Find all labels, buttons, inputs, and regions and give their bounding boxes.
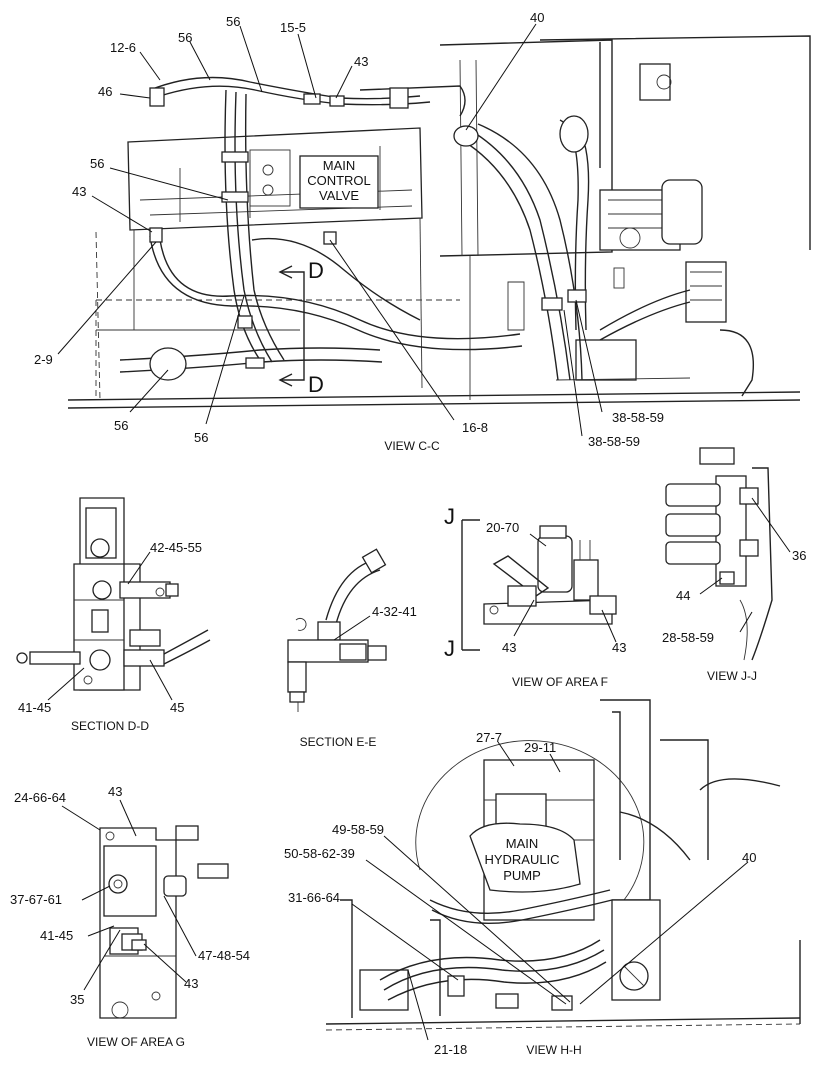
caption-view-cc: VIEW C-C [384,439,440,453]
pump-line1: MAIN [506,836,539,851]
callout-49-58-59: 49-58-59 [332,822,384,837]
caption-view-hh: VIEW H-H [526,1043,581,1057]
callout-21-18: 21-18 [434,1042,467,1057]
view-cc-mcv-label: MAIN CONTROL VALVE [307,158,371,203]
view-hh-pump-label: MAIN HYDRAULIC PUMP [484,836,559,883]
section-dd-leaders [47,551,173,701]
callout-46: 46 [98,84,112,99]
callout-45-dd: 45 [170,700,184,715]
callout-31-66-64: 31-66-64 [288,890,340,905]
callout-47-48-54: 47-48-54 [198,948,250,963]
callout-2-9: 2-9 [34,352,53,367]
callout-4-32-41: 4-32-41 [372,604,417,619]
pump-line3: PUMP [503,868,541,883]
view-jj-drawing [665,447,773,661]
section-dd-drawing [16,497,211,691]
callout-41-45-dd: 41-45 [18,700,51,715]
caption-view-jj: VIEW J-J [707,669,757,683]
callout-43-f-b: 43 [612,640,626,655]
view-jj-leaders [699,497,791,633]
callout-27-7: 27-7 [476,730,502,745]
callout-40: 40 [530,10,544,25]
callout-56-d: 56 [114,418,128,433]
section-ee-leader [333,615,371,641]
callout-41-45-g: 41-45 [40,928,73,943]
callout-38-58-59-b: 38-58-59 [588,434,640,449]
mcv-label-plate [299,155,379,209]
section-d-marker-bottom: D [308,372,324,397]
callout-35: 35 [70,992,84,1007]
caption-section-dd: SECTION D-D [71,719,149,733]
view-cc-leaders [57,23,603,437]
view-hh-drawing [325,699,801,1031]
view-f-leaders [513,533,617,643]
caption-view-f: VIEW OF AREA F [512,675,608,689]
callout-43-g-b: 43 [184,976,198,991]
callout-20-70: 20-70 [486,520,519,535]
callout-43-b: 43 [72,184,86,199]
callout-43-g-a: 43 [108,784,122,799]
mcv-line3: VALVE [319,188,359,203]
callout-40-hh: 40 [742,850,756,865]
callout-56-a: 56 [178,30,192,45]
mcv-line1: MAIN [323,158,356,173]
callout-12-6: 12-6 [110,40,136,55]
section-ee-drawing [287,548,387,712]
callout-43-f-a: 43 [502,640,516,655]
view-cc-callouts: 12-6 56 56 15-5 43 40 46 56 43 2-9 56 56… [34,10,664,449]
callout-37-67-61: 37-67-61 [10,892,62,907]
callout-43-a: 43 [354,54,368,69]
section-d-marker-top: D [308,258,324,283]
pump-line2: HYDRAULIC [484,852,559,867]
callout-56-c: 56 [90,156,104,171]
view-g-drawing [99,825,229,1019]
callout-29-11: 29-11 [524,740,556,755]
view-g-leaders [61,799,197,991]
callout-38-58-59-a: 38-58-59 [612,410,664,425]
caption-section-ee: SECTION E-E [300,735,377,749]
callout-50-58-62-39: 50-58-62-39 [284,846,355,861]
view-cc-drawing [67,35,811,409]
view-f-drawing [461,519,617,651]
mcv-line2: CONTROL [307,173,371,188]
caption-view-g: VIEW OF AREA G [87,1035,185,1049]
callout-36: 36 [792,548,806,563]
callout-28-58-59: 28-58-59 [662,630,714,645]
callout-56-b: 56 [226,14,240,29]
callout-56-e: 56 [194,430,208,445]
callout-24-66-64: 24-66-64 [14,790,66,805]
view-hh-leaders [351,741,749,1041]
callout-16-8: 16-8 [462,420,488,435]
callout-15-5: 15-5 [280,20,306,35]
view-j-marker-bottom: J [444,636,455,661]
callout-42-45-55: 42-45-55 [150,540,202,555]
view-j-marker-top: J [444,504,455,529]
callout-44: 44 [676,588,690,603]
